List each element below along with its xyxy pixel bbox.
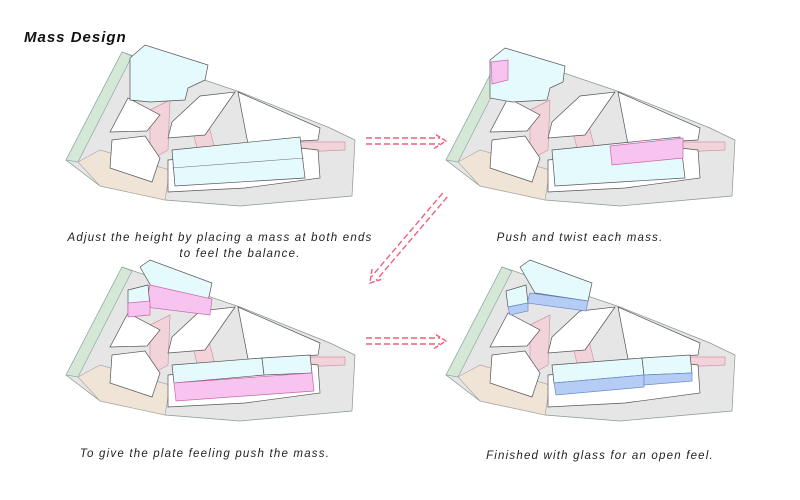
arrow-head <box>369 268 384 285</box>
block-white <box>167 91 236 139</box>
arrow-diagonal <box>369 192 448 285</box>
push-area <box>490 59 509 85</box>
block-white <box>489 97 541 133</box>
plaza <box>457 364 551 416</box>
arrow-right-top <box>366 132 448 150</box>
step-2-caption: Push and twist each mass. <box>496 232 664 244</box>
glass-band <box>526 292 589 312</box>
mass-upper <box>129 44 209 103</box>
block-white <box>109 312 161 348</box>
mass-upper <box>519 259 593 302</box>
block-white <box>109 135 161 183</box>
plaza <box>457 149 551 201</box>
mass-lower <box>171 136 306 187</box>
step-4-diagram <box>445 259 736 422</box>
arrow-shaft <box>371 192 444 277</box>
block-white <box>109 97 161 133</box>
step-4-caption: Finished with glass for an open feel. <box>486 450 714 462</box>
block-white <box>237 91 321 145</box>
mass-lower <box>641 354 693 376</box>
block-white <box>617 306 701 360</box>
block-white <box>489 135 541 183</box>
push-area <box>127 300 151 318</box>
push-area <box>173 372 315 402</box>
mass-lower <box>261 354 313 376</box>
arrow-head <box>433 132 448 150</box>
glass-band <box>507 302 529 316</box>
block-white <box>237 306 321 360</box>
step-1-caption: Adjust the height by placing a mass at b… <box>60 230 380 262</box>
block-white <box>167 306 236 354</box>
arrow-head <box>433 332 448 350</box>
caption-line: Adjust the height by placing a mass at b… <box>67 232 373 244</box>
arrow-shaft <box>375 196 448 281</box>
step-1-diagram <box>65 44 356 207</box>
block-white <box>489 350 541 398</box>
block-white <box>547 91 616 139</box>
glass-band <box>643 372 693 386</box>
edge-line <box>171 157 305 169</box>
mass-upper <box>489 47 566 103</box>
page-title: Mass Design <box>24 29 127 46</box>
green-strip <box>65 266 133 378</box>
plaza <box>77 149 171 201</box>
plaza <box>77 364 171 416</box>
block-white <box>109 350 161 398</box>
arrow-right-bottom <box>366 332 448 350</box>
push-area <box>609 137 684 166</box>
caption-line: to feel the balance. <box>179 248 301 260</box>
glass-band <box>553 374 645 396</box>
step-3-diagram <box>65 259 356 422</box>
green-strip <box>445 266 513 378</box>
step-2-diagram <box>445 47 736 207</box>
step-3-caption: To give the plate feeling push the mass. <box>79 448 331 460</box>
block-white <box>617 91 701 145</box>
block-white <box>489 312 541 348</box>
block-white <box>547 306 616 354</box>
